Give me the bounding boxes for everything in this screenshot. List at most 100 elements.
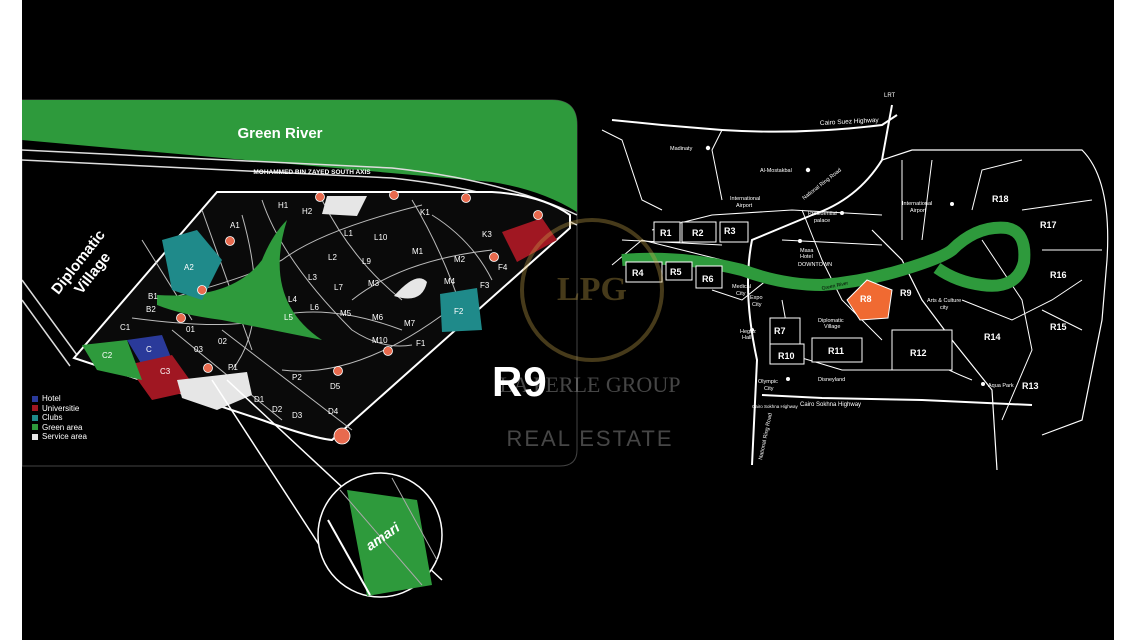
- svg-text:F2: F2: [454, 307, 464, 316]
- svg-text:M4: M4: [444, 277, 456, 286]
- svg-text:Green River: Green River: [821, 280, 849, 292]
- left-map-panel: Green River MOHAMMED BIN ZAYED SOUTH AXI…: [22, 99, 578, 598]
- svg-text:R2: R2: [692, 228, 704, 238]
- svg-text:R4: R4: [632, 268, 644, 278]
- legend-label: Service area: [42, 432, 87, 442]
- svg-text:Medical: Medical: [732, 284, 751, 290]
- svg-text:H1: H1: [278, 201, 289, 210]
- svg-text:M6: M6: [372, 313, 384, 322]
- legend-item: Service area: [32, 432, 87, 442]
- svg-text:03: 03: [194, 345, 203, 354]
- svg-text:F1: F1: [416, 339, 426, 348]
- svg-text:A2: A2: [184, 263, 194, 272]
- svg-text:Cairo Sokhna Highway: Cairo Sokhna Highway: [752, 404, 799, 409]
- svg-text:LA PERLE GROUP: LA PERLE GROUP: [500, 372, 681, 397]
- legend-swatch: [32, 405, 38, 412]
- svg-text:D3: D3: [292, 411, 303, 420]
- svg-text:P1: P1: [228, 363, 238, 372]
- svg-text:C1: C1: [120, 323, 131, 332]
- svg-text:R14: R14: [984, 332, 1001, 342]
- svg-text:L2: L2: [328, 253, 337, 262]
- svg-text:L4: L4: [288, 295, 297, 304]
- svg-text:D1: D1: [254, 395, 265, 404]
- zoom-inset: amari: [317, 472, 443, 598]
- svg-text:Disneyland: Disneyland: [818, 377, 845, 383]
- svg-text:National Ring Road: National Ring Road: [758, 413, 774, 461]
- zone-labels: R1 R2 R3 R4 R5 R6 R7 R8 R9 R10 R11 R12 R…: [632, 194, 1067, 391]
- svg-text:R8: R8: [860, 294, 872, 304]
- svg-text:Madinaty: Madinaty: [670, 146, 693, 152]
- svg-text:L10: L10: [374, 233, 388, 242]
- legend-item: Universitie: [32, 404, 87, 414]
- svg-text:R10: R10: [778, 351, 795, 361]
- svg-text:LRT: LRT: [884, 93, 896, 99]
- plot-labels: H1 H2 K1 A1 L1 L10 M1 K3 A2 L2 L9 M2 F4 …: [102, 201, 508, 420]
- green-river-banner: [22, 100, 577, 212]
- svg-text:R5: R5: [670, 267, 682, 277]
- r8-highlight: [846, 279, 893, 321]
- green-corridor: [157, 220, 322, 340]
- legend-item: Green area: [32, 423, 87, 433]
- legend-item: Hotel: [32, 394, 87, 404]
- svg-text:Airport: Airport: [736, 203, 753, 209]
- svg-text:L1: L1: [344, 229, 353, 238]
- svg-text:Olympic: Olympic: [758, 379, 778, 385]
- svg-text:DOWNTOWN: DOWNTOWN: [798, 262, 832, 268]
- svg-text:REAL ESTATE: REAL ESTATE: [506, 426, 673, 451]
- legend-swatch: [32, 433, 38, 440]
- access-nodes: [176, 190, 543, 445]
- svg-text:R16: R16: [1050, 270, 1067, 280]
- svg-text:M5: M5: [340, 309, 352, 318]
- svg-text:C2: C2: [102, 351, 113, 360]
- svg-text:Presidential: Presidential: [808, 211, 837, 217]
- svg-text:Village: Village: [824, 324, 840, 330]
- svg-text:Expo: Expo: [750, 295, 763, 301]
- svg-text:R1: R1: [660, 228, 672, 238]
- svg-text:palace: palace: [814, 218, 830, 224]
- svg-text:C: C: [146, 345, 152, 354]
- svg-text:National Ring Road: National Ring Road: [802, 167, 843, 201]
- svg-text:A1: A1: [230, 221, 240, 230]
- service-m3: [394, 278, 427, 299]
- svg-text:R7: R7: [774, 326, 786, 336]
- map-canvas: Green River MOHAMMED BIN ZAYED SOUTH AXI…: [22, 93, 1109, 598]
- legend-item: Clubs: [32, 413, 87, 423]
- legend-swatch: [32, 414, 38, 421]
- service-p1: [177, 372, 252, 410]
- svg-text:Cairo Suez Highway: Cairo Suez Highway: [820, 117, 880, 127]
- svg-text:K3: K3: [482, 230, 492, 239]
- svg-text:Hotel: Hotel: [800, 254, 813, 260]
- svg-text:City: City: [736, 291, 746, 297]
- svg-text:H2: H2: [302, 207, 313, 216]
- svg-text:C3: C3: [160, 367, 171, 376]
- svg-text:L3: L3: [308, 273, 317, 282]
- legend-label: Clubs: [42, 413, 63, 423]
- legend-swatch: [32, 395, 38, 402]
- svg-text:Airport: Airport: [910, 208, 927, 214]
- svg-text:L6: L6: [310, 303, 319, 312]
- svg-text:D5: D5: [330, 382, 341, 391]
- green-river-label: Green River: [237, 125, 322, 142]
- svg-text:R13: R13: [1022, 381, 1039, 391]
- road-label: MOHAMMED BIN ZAYED SOUTH AXIS: [253, 169, 371, 176]
- svg-text:M10: M10: [372, 336, 388, 345]
- svg-text:R11: R11: [828, 346, 844, 356]
- svg-text:L7: L7: [334, 283, 343, 292]
- svg-text:R17: R17: [1040, 220, 1057, 230]
- svg-text:Hall: Hall: [742, 335, 751, 341]
- legend-label: Green area: [42, 422, 83, 432]
- university-k3: [502, 218, 557, 262]
- svg-text:B2: B2: [146, 305, 156, 314]
- svg-text:Al-Mostakbal: Al-Mostakbal: [760, 168, 792, 174]
- svg-text:R9: R9: [900, 288, 912, 298]
- svg-text:City: City: [752, 302, 762, 308]
- svg-text:F4: F4: [498, 263, 508, 272]
- svg-text:Aqua Park: Aqua Park: [988, 383, 1014, 389]
- svg-text:D2: D2: [272, 405, 283, 414]
- svg-text:02: 02: [218, 337, 227, 346]
- svg-text:city: city: [940, 305, 949, 311]
- svg-text:Diplomatic: Diplomatic: [818, 318, 844, 324]
- svg-text:B1: B1: [148, 292, 158, 301]
- map-stage: Green River MOHAMMED BIN ZAYED SOUTH AXI…: [22, 0, 1114, 640]
- club-a2: [162, 230, 222, 300]
